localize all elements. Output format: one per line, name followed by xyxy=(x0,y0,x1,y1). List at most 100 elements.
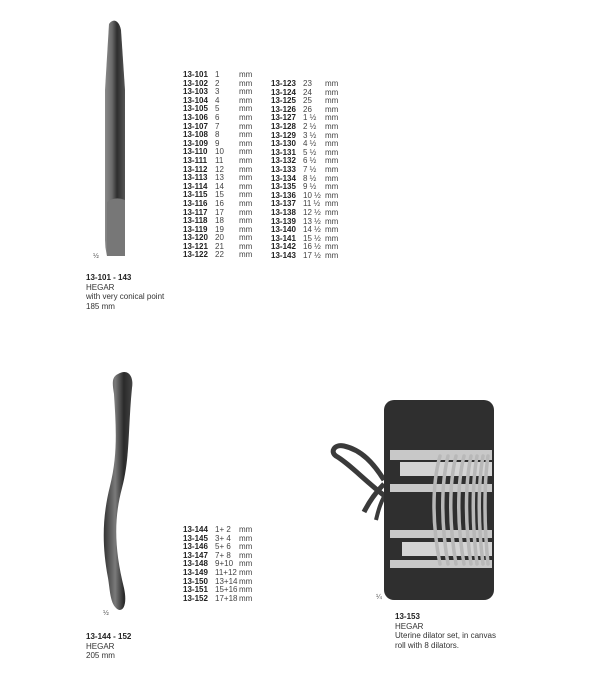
item-unit: mm xyxy=(239,559,253,569)
item-code: 13-130 xyxy=(271,139,296,149)
item-code: 13-127 xyxy=(271,113,296,123)
item-unit: mm xyxy=(239,78,253,88)
canvas-roll-dilator-set-image xyxy=(330,400,494,600)
item-size: 3+ 4 xyxy=(215,533,231,543)
item-code: 13-148 xyxy=(183,559,208,569)
item-code: 13-116 xyxy=(183,198,208,208)
item-size: 9+10 xyxy=(215,559,234,569)
item-code: 13-132 xyxy=(271,156,296,166)
item-unit: mm xyxy=(325,113,339,123)
item-unit: mm xyxy=(325,190,339,200)
item-size: 9 ½ xyxy=(303,182,317,192)
item-size: 11 xyxy=(215,155,224,165)
item-size: 21 xyxy=(215,241,224,251)
item-unit: mm xyxy=(325,156,339,166)
item-unit: mm xyxy=(325,242,339,252)
item-size: 15+16 xyxy=(215,585,238,595)
item-size: 1 xyxy=(215,70,220,79)
product-description: roll with 8 dilators. xyxy=(395,640,460,650)
item-code: 13-143 xyxy=(271,250,296,260)
item-unit: mm xyxy=(239,198,253,208)
item-size: 23 xyxy=(303,79,312,88)
item-code: 13-133 xyxy=(271,164,296,174)
item-unit: mm xyxy=(325,147,339,157)
item-size: 25 xyxy=(303,96,312,106)
item-size: 26 xyxy=(303,104,312,114)
item-code: 13-151 xyxy=(183,585,208,595)
product-description: Uterine dilator set, in canvas xyxy=(395,631,496,640)
item-unit: mm xyxy=(239,173,253,183)
item-size: 7 xyxy=(215,121,220,131)
item-unit: mm xyxy=(325,104,339,114)
product-caption: 13-153 HEGAR Uterine dilator set, in can… xyxy=(395,612,496,650)
item-unit: mm xyxy=(239,164,253,174)
table-row: 13-131 5 ½ mm xyxy=(271,147,339,158)
item-size: 5 ½ xyxy=(303,147,317,157)
item-unit: mm xyxy=(325,139,339,149)
item-code: 13-118 xyxy=(183,216,208,226)
product-length: 205 mm xyxy=(86,651,115,660)
hegar-dilator-double-ended-image xyxy=(103,371,133,610)
item-size: 12 xyxy=(215,164,224,174)
item-size: 11 ½ xyxy=(303,199,321,209)
hegar-dilator-straight-image xyxy=(105,20,125,256)
item-unit: mm xyxy=(325,207,339,217)
item-code: 13-106 xyxy=(183,112,208,122)
item-unit: mm xyxy=(325,96,339,106)
item-unit: mm xyxy=(325,182,339,192)
item-code: 13-103 xyxy=(183,87,208,97)
item-size: 19 xyxy=(215,224,224,234)
item-size: 2 ½ xyxy=(303,121,317,131)
item-code: 13-105 xyxy=(183,104,208,114)
item-size: 6 xyxy=(215,112,220,122)
item-size: 17 xyxy=(215,207,224,217)
item-unit: mm xyxy=(325,130,339,140)
item-code: 13-140 xyxy=(271,225,296,235)
item-size: 14 ½ xyxy=(303,225,321,235)
item-code: 13-120 xyxy=(183,233,208,243)
item-code: 13-124 xyxy=(271,87,296,97)
item-unit: mm xyxy=(325,164,339,174)
item-code: 13-136 xyxy=(271,190,296,200)
item-code: 13-129 xyxy=(271,130,296,140)
item-unit: mm xyxy=(239,576,253,586)
item-code: 13-125 xyxy=(271,96,296,106)
item-code: 13-146 xyxy=(183,542,208,552)
item-size: 10 xyxy=(215,147,224,157)
item-size: 11+12 xyxy=(215,567,237,577)
item-code: 13-117 xyxy=(183,207,208,217)
product-caption: 13-144 - 152 HEGAR 205 mm xyxy=(86,632,131,661)
item-code: 13-131 xyxy=(271,147,296,157)
item-code: 13-147 xyxy=(183,550,208,560)
item-code: 13-134 xyxy=(271,173,296,183)
item-size: 4 ½ xyxy=(303,139,317,149)
item-size: 6 ½ xyxy=(303,156,317,166)
item-unit: mm xyxy=(325,173,339,183)
